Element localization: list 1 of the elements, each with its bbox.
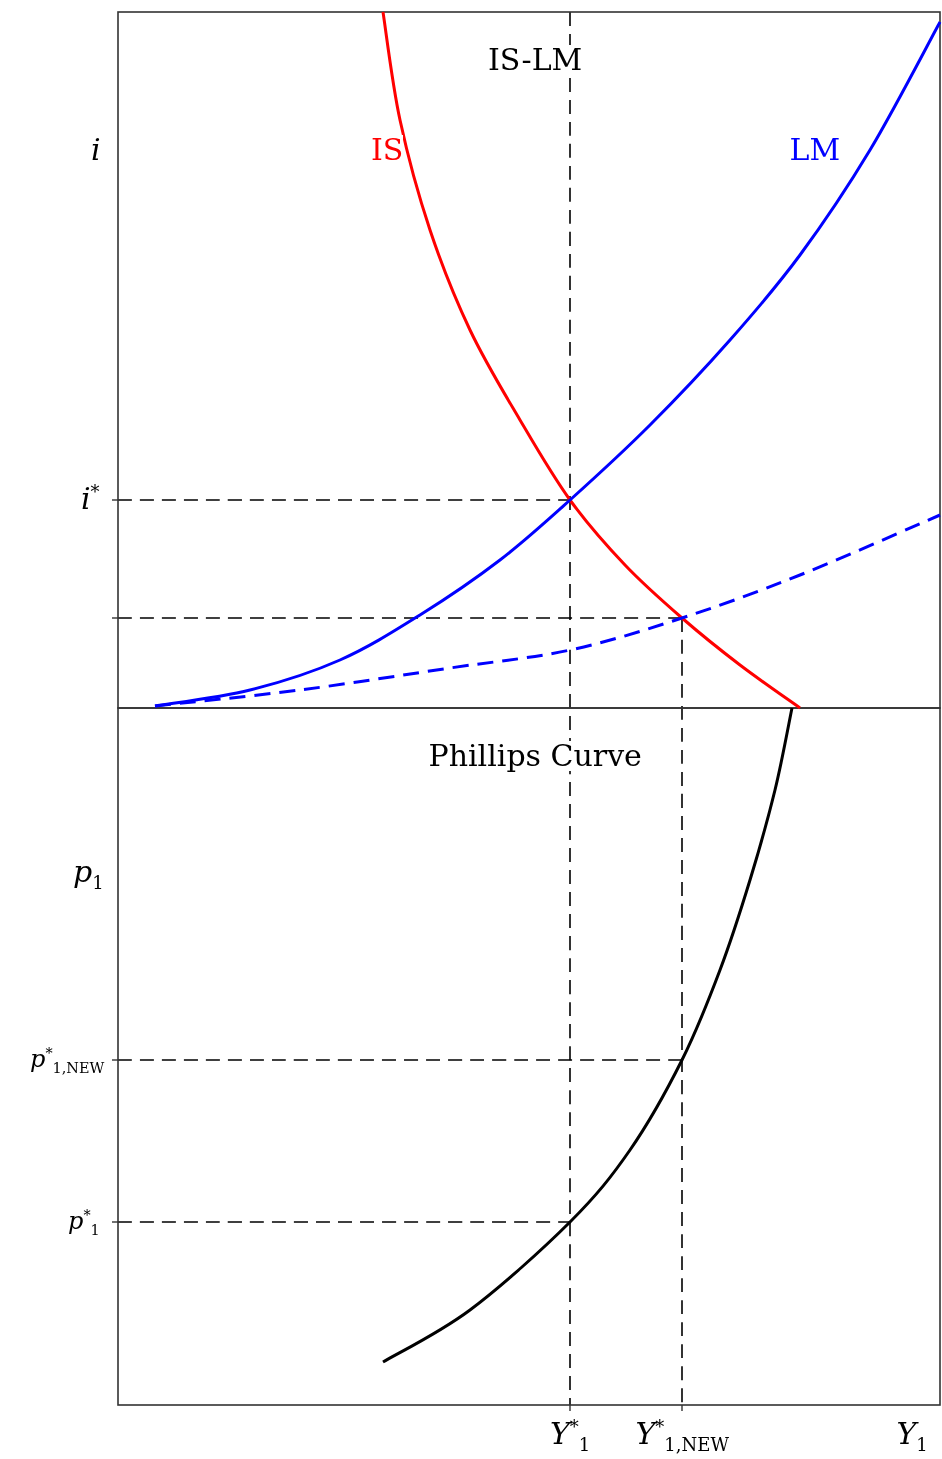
panel-title: Phillips Curve [428, 741, 642, 771]
